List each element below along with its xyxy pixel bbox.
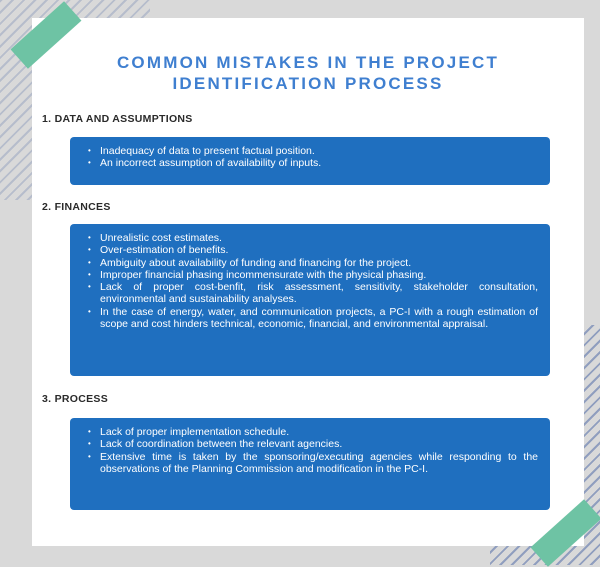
- section-box-process: Lack of proper implementation schedule. …: [70, 418, 550, 510]
- title-line-1: COMMON MISTAKES IN THE PROJECT: [116, 53, 500, 72]
- list-item: Ambiguity about availability of funding …: [88, 257, 538, 270]
- list-item: In the case of energy, water, and commun…: [88, 306, 538, 331]
- list-item: Lack of proper implementation schedule.: [88, 426, 538, 439]
- bullet-list: Unrealistic cost estimates. Over-estimat…: [88, 232, 538, 330]
- bullet-list: Inadequacy of data to present factual po…: [88, 145, 538, 170]
- list-item: Improper financial phasing incommensurat…: [88, 269, 538, 282]
- list-item: Inadequacy of data to present factual po…: [88, 145, 538, 158]
- list-item: An incorrect assumption of availability …: [88, 157, 538, 170]
- list-item: Extensive time is taken by the sponsorin…: [88, 451, 538, 476]
- bullet-list: Lack of proper implementation schedule. …: [88, 426, 538, 475]
- section-heading-process: 3. PROCESS: [42, 393, 109, 405]
- section-box-finances: Unrealistic cost estimates. Over-estimat…: [70, 224, 550, 376]
- section-heading-data-assumptions: 1. DATA AND ASSUMPTIONS: [42, 113, 193, 125]
- section-box-data-assumptions: Inadequacy of data to present factual po…: [70, 137, 550, 185]
- list-item: Over-estimation of benefits.: [88, 244, 538, 257]
- section-heading-finances: 2. FINANCES: [42, 201, 111, 213]
- list-item: Unrealistic cost estimates.: [88, 232, 538, 245]
- title-line-2: IDENTIFICATION PROCESS: [172, 74, 444, 93]
- list-item: Lack of proper cost-benfit, risk assessm…: [88, 281, 538, 306]
- page-title: COMMON MISTAKES IN THE PROJECT IDENTIFIC…: [32, 52, 584, 94]
- list-item: Lack of coordination between the relevan…: [88, 438, 538, 451]
